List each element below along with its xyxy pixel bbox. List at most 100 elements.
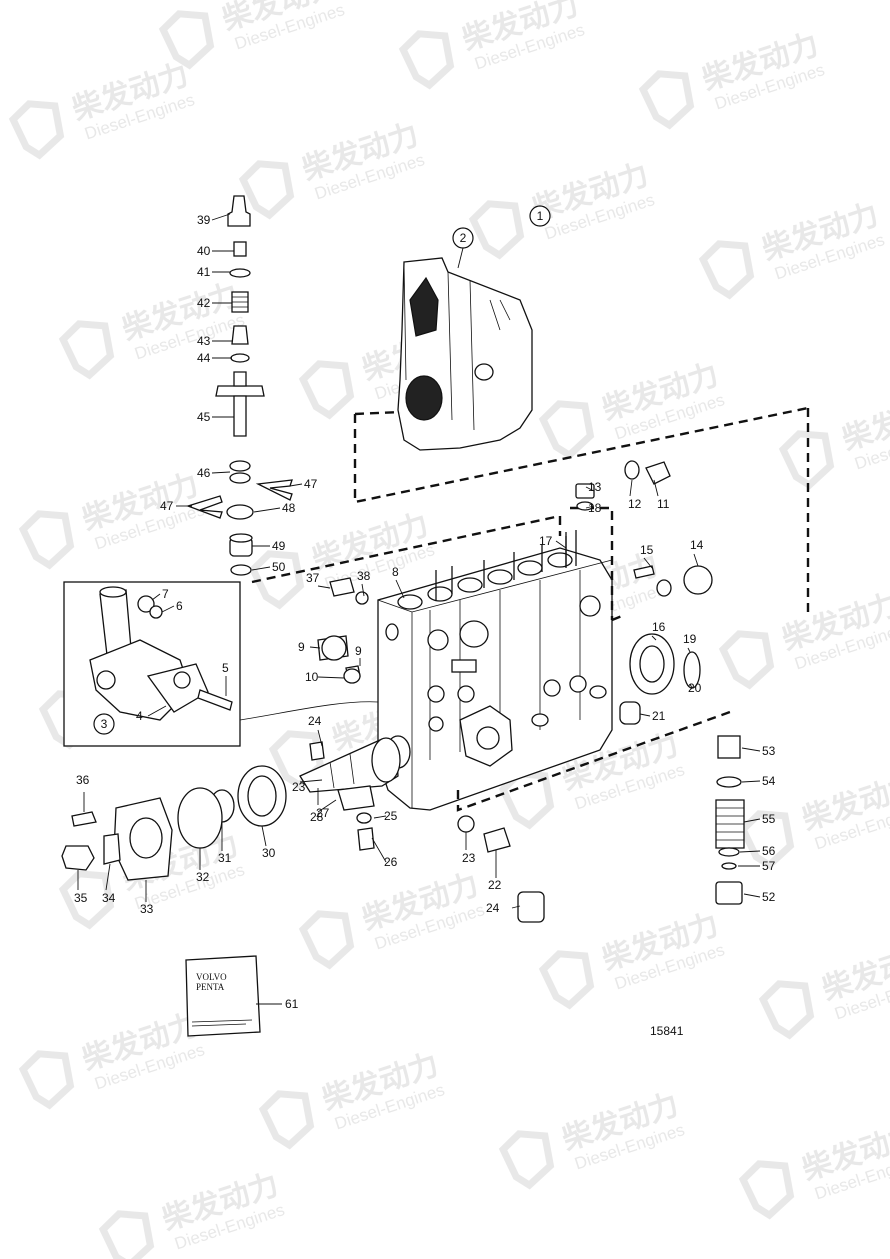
callout-number: 10 [305, 670, 319, 684]
watermark-logo [58, 320, 115, 380]
pump-body [377, 530, 613, 811]
callout-number: 4 [136, 709, 143, 723]
callout-leader [309, 646, 321, 649]
callout-leader [511, 905, 521, 909]
booklet-line-1: VOLVO [196, 972, 227, 982]
callout: 57 [738, 859, 776, 873]
watermark-logo [498, 1130, 555, 1190]
housing-cover [397, 257, 533, 451]
callout: 49 [252, 539, 286, 553]
callout-leader [361, 583, 365, 597]
callout: 23 [462, 832, 476, 865]
callout: 46 [197, 466, 231, 480]
callout-number: 19 [683, 632, 697, 646]
callout-leader [151, 593, 161, 601]
watermark-logo [398, 30, 455, 90]
callout-number: 42 [197, 296, 211, 310]
callout-leader [741, 780, 761, 783]
callout-number: 57 [762, 859, 776, 873]
callout-leader [395, 579, 405, 599]
circled-callout-number: 3 [101, 717, 108, 731]
callout-number: 61 [285, 997, 299, 1011]
callout-number: 11 [657, 497, 670, 511]
instruction-booklet: VOLVO PENTA [185, 955, 261, 1037]
booklet-line-2: PENTA [196, 982, 225, 992]
callout: 10 [305, 670, 345, 684]
callout-number: 25 [384, 809, 398, 823]
callout-number: 46 [197, 466, 211, 480]
watermark-logo [468, 200, 525, 260]
callout-leader [371, 837, 387, 863]
callout-number: 17 [539, 534, 553, 548]
callout-leader [251, 566, 271, 571]
circled-callout: 3 [93, 713, 115, 735]
callout-number: 47 [160, 499, 174, 513]
feed-pump-inset [63, 581, 241, 747]
callout: 61 [256, 997, 299, 1011]
callout: 11 [653, 479, 670, 511]
callout-number: 21 [652, 709, 666, 723]
callout: 34 [102, 863, 116, 905]
callout: 43 [197, 334, 232, 348]
callout-number: 37 [306, 571, 320, 585]
callout: 28 [310, 799, 337, 824]
watermark-logo [738, 1160, 795, 1220]
callout-number: 18 [588, 501, 602, 515]
callout-leader [289, 483, 303, 487]
callout-number: 52 [762, 890, 776, 904]
callout-number: 24 [486, 901, 500, 915]
callout: 48 [253, 501, 296, 515]
callout-leader [639, 713, 651, 717]
callout-number: 54 [762, 774, 776, 788]
callout-circle [93, 713, 115, 735]
callout-number: 7 [162, 587, 169, 601]
callout-number: 22 [488, 878, 502, 892]
callout-leader [629, 479, 633, 497]
callout-number: 49 [272, 539, 286, 553]
callout-number: 33 [140, 902, 154, 916]
watermark-logo [268, 730, 325, 790]
circled-callout: 2 [452, 227, 474, 249]
delivery-valve-stack [185, 195, 293, 576]
watermark-logo [158, 10, 215, 70]
callout-leader [253, 507, 281, 513]
callout-number: 15 [640, 543, 654, 557]
callout: 5 [222, 661, 229, 696]
callout: 21 [639, 709, 666, 723]
callout: 9 [355, 644, 362, 666]
callout-number: 23 [462, 851, 476, 865]
callout-number: 44 [197, 351, 211, 365]
watermark-logo [18, 1050, 75, 1110]
callout: 6 [161, 599, 183, 613]
callout-leader [317, 799, 337, 813]
callout: 24 [308, 714, 323, 747]
circled-callout-number: 1 [537, 209, 544, 223]
callout: 55 [743, 812, 776, 826]
callout-leader [211, 471, 231, 474]
watermark-logo [538, 950, 595, 1010]
callout-leader [373, 815, 387, 819]
callout: 36 [76, 773, 90, 812]
callout-number: 24 [308, 714, 322, 728]
callout-number: 47 [304, 477, 318, 491]
callout: 19 [683, 632, 697, 653]
callout: 56 [739, 844, 776, 858]
callout-number: 38 [357, 569, 371, 583]
watermark-logo [758, 980, 815, 1040]
callout: 12 [628, 479, 642, 511]
callout: 17 [539, 534, 567, 549]
callout: 54 [741, 774, 776, 788]
watermark-logo [638, 70, 695, 130]
